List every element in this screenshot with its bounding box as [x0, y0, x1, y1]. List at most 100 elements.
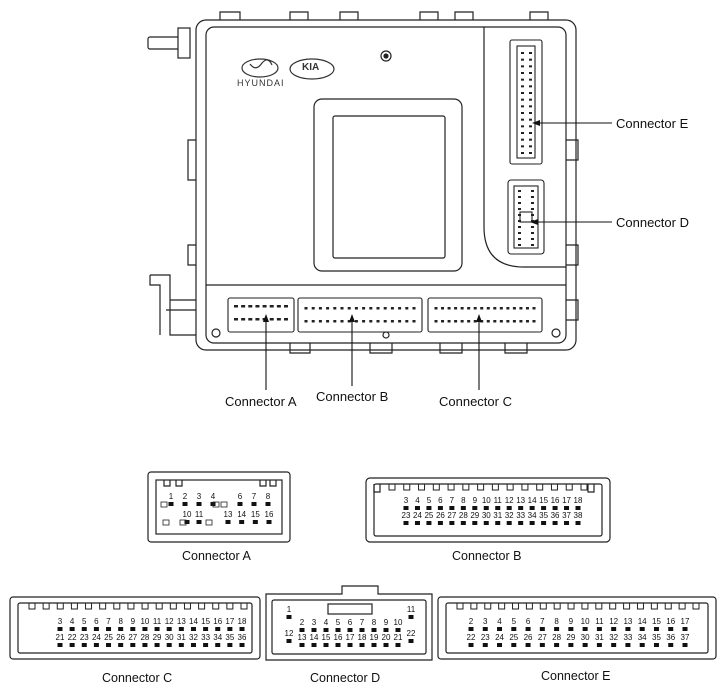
caption-connector-c: Connector C — [102, 671, 173, 685]
pinout-a-top-pin-label: 3 — [197, 492, 202, 501]
pinout-b-notch — [565, 484, 573, 491]
pinout-connector-e — [437, 596, 717, 660]
module-e-pin — [529, 72, 532, 74]
pinout-b-top-pin-label: 15 — [539, 496, 548, 505]
module-c-pin — [512, 320, 516, 323]
pinout-e-notch — [553, 603, 561, 610]
pinout-a-top-pin — [265, 502, 271, 506]
pinout-c-bottom-pin-label: 29 — [153, 633, 162, 642]
pinout-b-bottom-pin-label: 28 — [459, 511, 468, 520]
pinout-c-top-pin — [81, 627, 87, 631]
pinout-c-top-pin-label: 13 — [177, 617, 186, 626]
pinout-e-notch — [484, 603, 492, 610]
pinout-e-notch — [692, 603, 700, 610]
pinout-c-bottom-pin — [227, 643, 233, 647]
module-d-pin — [518, 238, 521, 240]
pinout-e-top-pin-label: 10 — [581, 617, 590, 626]
module-connector-c-pins — [434, 307, 536, 323]
pinout-b-top-pin-label: 10 — [482, 496, 491, 505]
kia-logo — [289, 58, 335, 80]
pinout-e-bottom-pin-label: 36 — [666, 633, 675, 642]
module-a-pin — [269, 305, 274, 308]
pinout-c-bottom-pin — [81, 643, 87, 647]
pinout-b-top-pin-label: 11 — [494, 496, 503, 505]
module-a-pin — [284, 318, 288, 321]
pinout-a-bottom-pin-label: 14 — [237, 510, 246, 519]
pinout-d-bottom-pin-label: 19 — [370, 633, 379, 642]
module-d-pin — [518, 214, 521, 216]
pinout-d-right-pin-label: 22 — [407, 629, 416, 638]
pinout-c-top-pin-label: 11 — [153, 617, 162, 626]
pinout-b-top-pin — [403, 506, 409, 510]
pinout-e-bottom-pin — [596, 643, 602, 647]
module-c-pin — [525, 320, 529, 323]
module-connector-e-pins — [521, 52, 532, 154]
pinout-d-bottom-pin-label: 17 — [346, 633, 355, 642]
pinout-d-bottom-pin-label: 20 — [382, 633, 391, 642]
pinout-b-bottom-pin — [506, 521, 512, 525]
pinout-c-bottom-pin — [118, 643, 124, 647]
pinout-e-bottom-pin-label: 27 — [538, 633, 547, 642]
pinout-b-top-pin-label: 17 — [562, 496, 571, 505]
module-c-pin — [454, 307, 458, 310]
pinout-e-top-pin-label: 9 — [569, 617, 574, 626]
module-c-pin — [519, 320, 523, 323]
pinout-c-notch — [226, 603, 234, 610]
pinout-b-top-pin-label: 16 — [551, 496, 560, 505]
pinout-b-top-pin — [564, 506, 570, 510]
module-b-pin — [362, 320, 366, 323]
pinout-e-top-pin-label: 4 — [497, 617, 502, 626]
module-e-pin — [521, 105, 524, 108]
pinout-c-top-pin-label: 14 — [189, 617, 198, 626]
pinout-c-bottom-pin — [106, 643, 112, 647]
pinout-c-bottom-pin-label: 28 — [140, 633, 149, 642]
pinout-b-notch — [580, 484, 588, 491]
pinout-b-top-pin — [472, 506, 478, 510]
pinout-a-empty-cavity — [162, 519, 170, 526]
pinout-e-top-pin-label: 17 — [681, 617, 690, 626]
pinout-c-top-pin-label: 17 — [225, 617, 234, 626]
module-c-pin — [512, 307, 516, 310]
pinout-d-top-pin-label: 2 — [300, 618, 305, 627]
pinout-e-top-pin — [482, 627, 488, 631]
pinout-c-top-pin-label: 4 — [70, 617, 75, 626]
pinout-b-bottom-pin — [449, 521, 455, 525]
module-e-pin — [529, 92, 532, 94]
pinout-c-top-pin — [69, 627, 75, 631]
pinout-e-bottom-pin-label: 34 — [638, 633, 647, 642]
pinout-e-notch — [595, 603, 603, 610]
pinout-e-bottom-pin — [482, 643, 488, 647]
module-c-pin — [532, 320, 536, 323]
pinout-c-top-pin — [227, 627, 233, 631]
module-d-pin — [531, 220, 534, 222]
module-b-pin — [412, 307, 416, 310]
pinout-c-notch — [127, 603, 135, 610]
pinout-b-bottom-pin — [495, 521, 501, 525]
module-c-pin — [499, 307, 503, 310]
module-a-pin — [234, 305, 238, 308]
module-c-pin — [525, 307, 529, 310]
module-b-pin — [340, 307, 344, 310]
pinout-c-top-pin — [203, 627, 209, 631]
module-b-pin — [398, 307, 402, 310]
pinout-b-bottom-pin-label: 32 — [505, 511, 514, 520]
pinout-e-top-pin — [596, 627, 602, 631]
caption-connector-e: Connector E — [541, 669, 611, 683]
pinout-e-top-pin — [582, 627, 588, 631]
pinout-c-top-pin — [118, 627, 124, 631]
pinout-a-bottom-pin-label: 11 — [195, 510, 204, 519]
pinout-connector-c — [9, 596, 261, 660]
pinout-b-notch — [418, 484, 426, 491]
pinout-b-top-pin-label: 8 — [461, 496, 466, 505]
module-c-pin — [486, 307, 490, 310]
pinout-a-empty-cavity — [212, 501, 220, 508]
module-connector-a — [227, 297, 295, 333]
pinout-c-notch — [85, 603, 93, 610]
pinout-c-bottom-pin-label: 34 — [213, 633, 222, 642]
pinout-e-top-pin-label: 15 — [652, 617, 661, 626]
module-c-pin — [454, 320, 458, 323]
module-e-pin — [521, 112, 524, 114]
module-a-pin — [241, 318, 246, 321]
pinout-b-top-pin — [495, 506, 501, 510]
